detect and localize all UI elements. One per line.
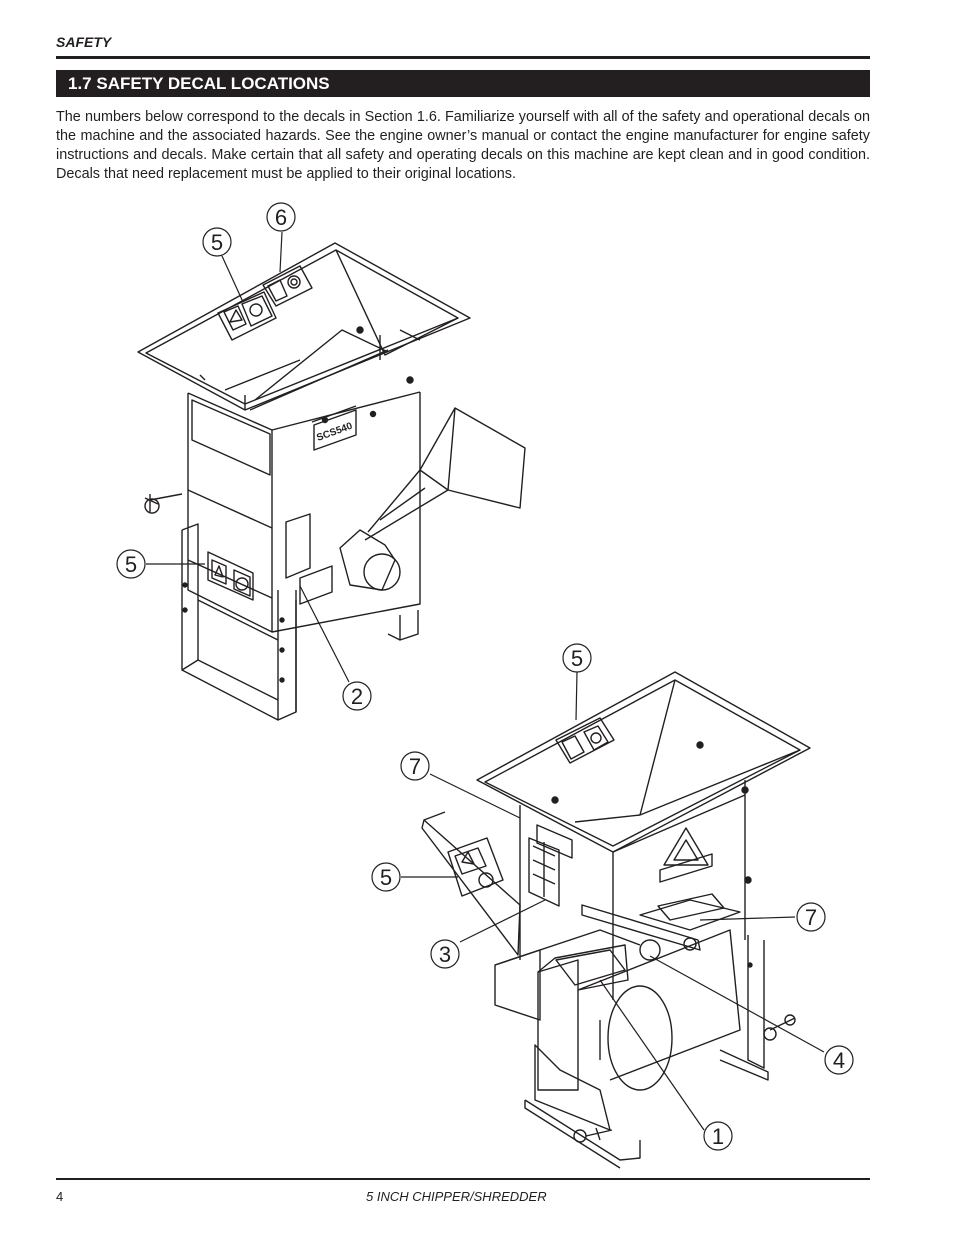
svg-text:2: 2	[351, 684, 363, 709]
callout-4: 4	[824, 1045, 854, 1075]
svg-text:1: 1	[712, 1124, 724, 1149]
svg-text:7: 7	[409, 754, 421, 779]
decal-location-figure: SCS540	[0, 190, 954, 1180]
callout-1: 1	[703, 1121, 733, 1151]
upper-chipper-shredder: SCS540	[137, 242, 526, 721]
svg-text:3: 3	[439, 942, 451, 967]
page-number: 4	[56, 1189, 64, 1204]
svg-text:6: 6	[275, 205, 287, 230]
svg-text:5: 5	[211, 230, 223, 255]
upper-machine-label: SCS540	[315, 421, 354, 444]
callout-7-lower: 7	[796, 902, 826, 932]
callout-7-upper: 7	[400, 751, 430, 781]
svg-text:7: 7	[805, 905, 817, 930]
svg-text:5: 5	[571, 646, 583, 671]
callouts: 5 6 5 2 5 7 5 3	[116, 202, 854, 1151]
callout-2: 2	[342, 681, 372, 711]
callout-5-chute-lower: 5	[371, 862, 401, 892]
callout-5-side-upper: 5	[116, 549, 146, 579]
top-rule	[56, 56, 870, 59]
callout-5-hopper-lower: 5	[562, 643, 592, 673]
intro-paragraph: The numbers below correspond to the deca…	[56, 109, 870, 182]
callout-6: 6	[266, 202, 296, 232]
lower-chipper-shredder	[421, 671, 811, 1169]
footer-title: 5 INCH CHIPPER/SHREDDER	[366, 1189, 547, 1204]
svg-text:5: 5	[380, 865, 392, 890]
callout-5-hopper-upper: 5	[202, 227, 232, 257]
running-head: SAFETY	[56, 34, 112, 50]
section-title: 1.7 SAFETY DECAL LOCATIONS	[56, 70, 870, 97]
callout-3: 3	[430, 939, 460, 969]
svg-text:4: 4	[833, 1048, 845, 1073]
bottom-rule	[56, 1178, 870, 1180]
svg-text:5: 5	[125, 552, 137, 577]
